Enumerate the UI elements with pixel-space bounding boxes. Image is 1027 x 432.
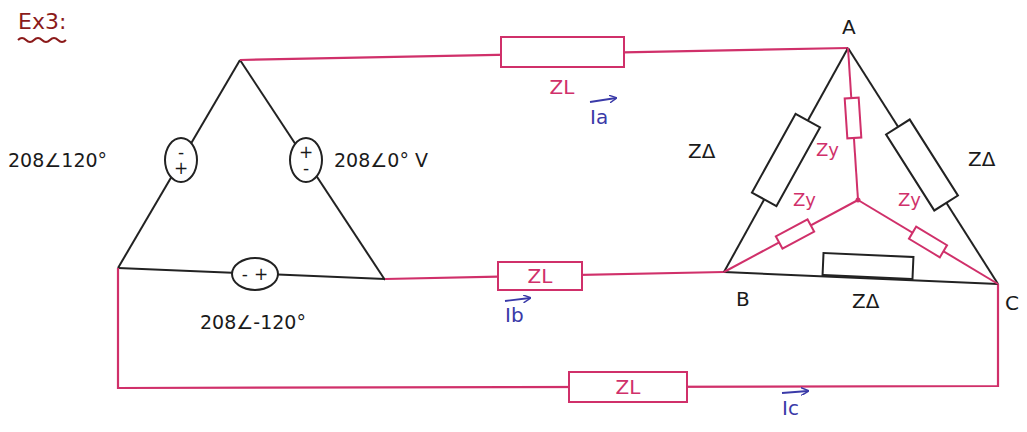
example-title: Ex3: — [18, 10, 66, 34]
polarity-sign: + — [299, 144, 313, 160]
impedance-label: ZΔ — [688, 140, 715, 162]
line-wires — [118, 48, 998, 388]
polarity-sign: - — [178, 144, 184, 160]
impedance-label: Zy — [793, 190, 816, 210]
load-delta — [724, 48, 998, 284]
impedance-label: ZΔ — [852, 290, 879, 312]
impedance-label: ZL — [528, 265, 553, 287]
current-label: Ia — [590, 106, 608, 128]
current-arrow — [505, 98, 808, 393]
impedance-label: ZL — [616, 376, 641, 398]
voltage-source-circle: +- — [289, 137, 323, 183]
current-label: Ic — [782, 397, 799, 419]
current-label: Ib — [505, 304, 524, 326]
impedance-label: Zy — [816, 140, 839, 160]
polarity-sign: - — [242, 266, 248, 282]
impedance-label: Zy — [898, 190, 921, 210]
node-letter: B — [736, 288, 750, 310]
voltage-source-circle: -+ — [164, 137, 198, 183]
line-impedance-box: ZL — [568, 371, 688, 403]
voltage-source-circle: -+ — [231, 257, 279, 291]
polarity-sign: - — [303, 160, 309, 176]
polarity-sign: + — [174, 160, 188, 176]
wye-neutral-dot — [856, 198, 861, 203]
wye-impedance-symbol — [776, 98, 947, 258]
load-wye — [724, 48, 998, 284]
impedance-label: ZL — [550, 76, 575, 98]
polarity-sign: + — [254, 266, 268, 282]
title-underline — [18, 38, 66, 42]
impedance-label: ZΔ — [968, 148, 995, 170]
line-impedance-box: ZL — [500, 36, 625, 68]
source-voltage: 208∠0° V — [334, 150, 428, 171]
node-letter: A — [842, 16, 856, 38]
source-voltage: 208∠-120° — [200, 312, 306, 333]
source-voltage: 208∠120° — [8, 150, 107, 171]
node-letter: C — [1005, 292, 1019, 314]
line-impedance-box: ZL — [497, 261, 583, 291]
